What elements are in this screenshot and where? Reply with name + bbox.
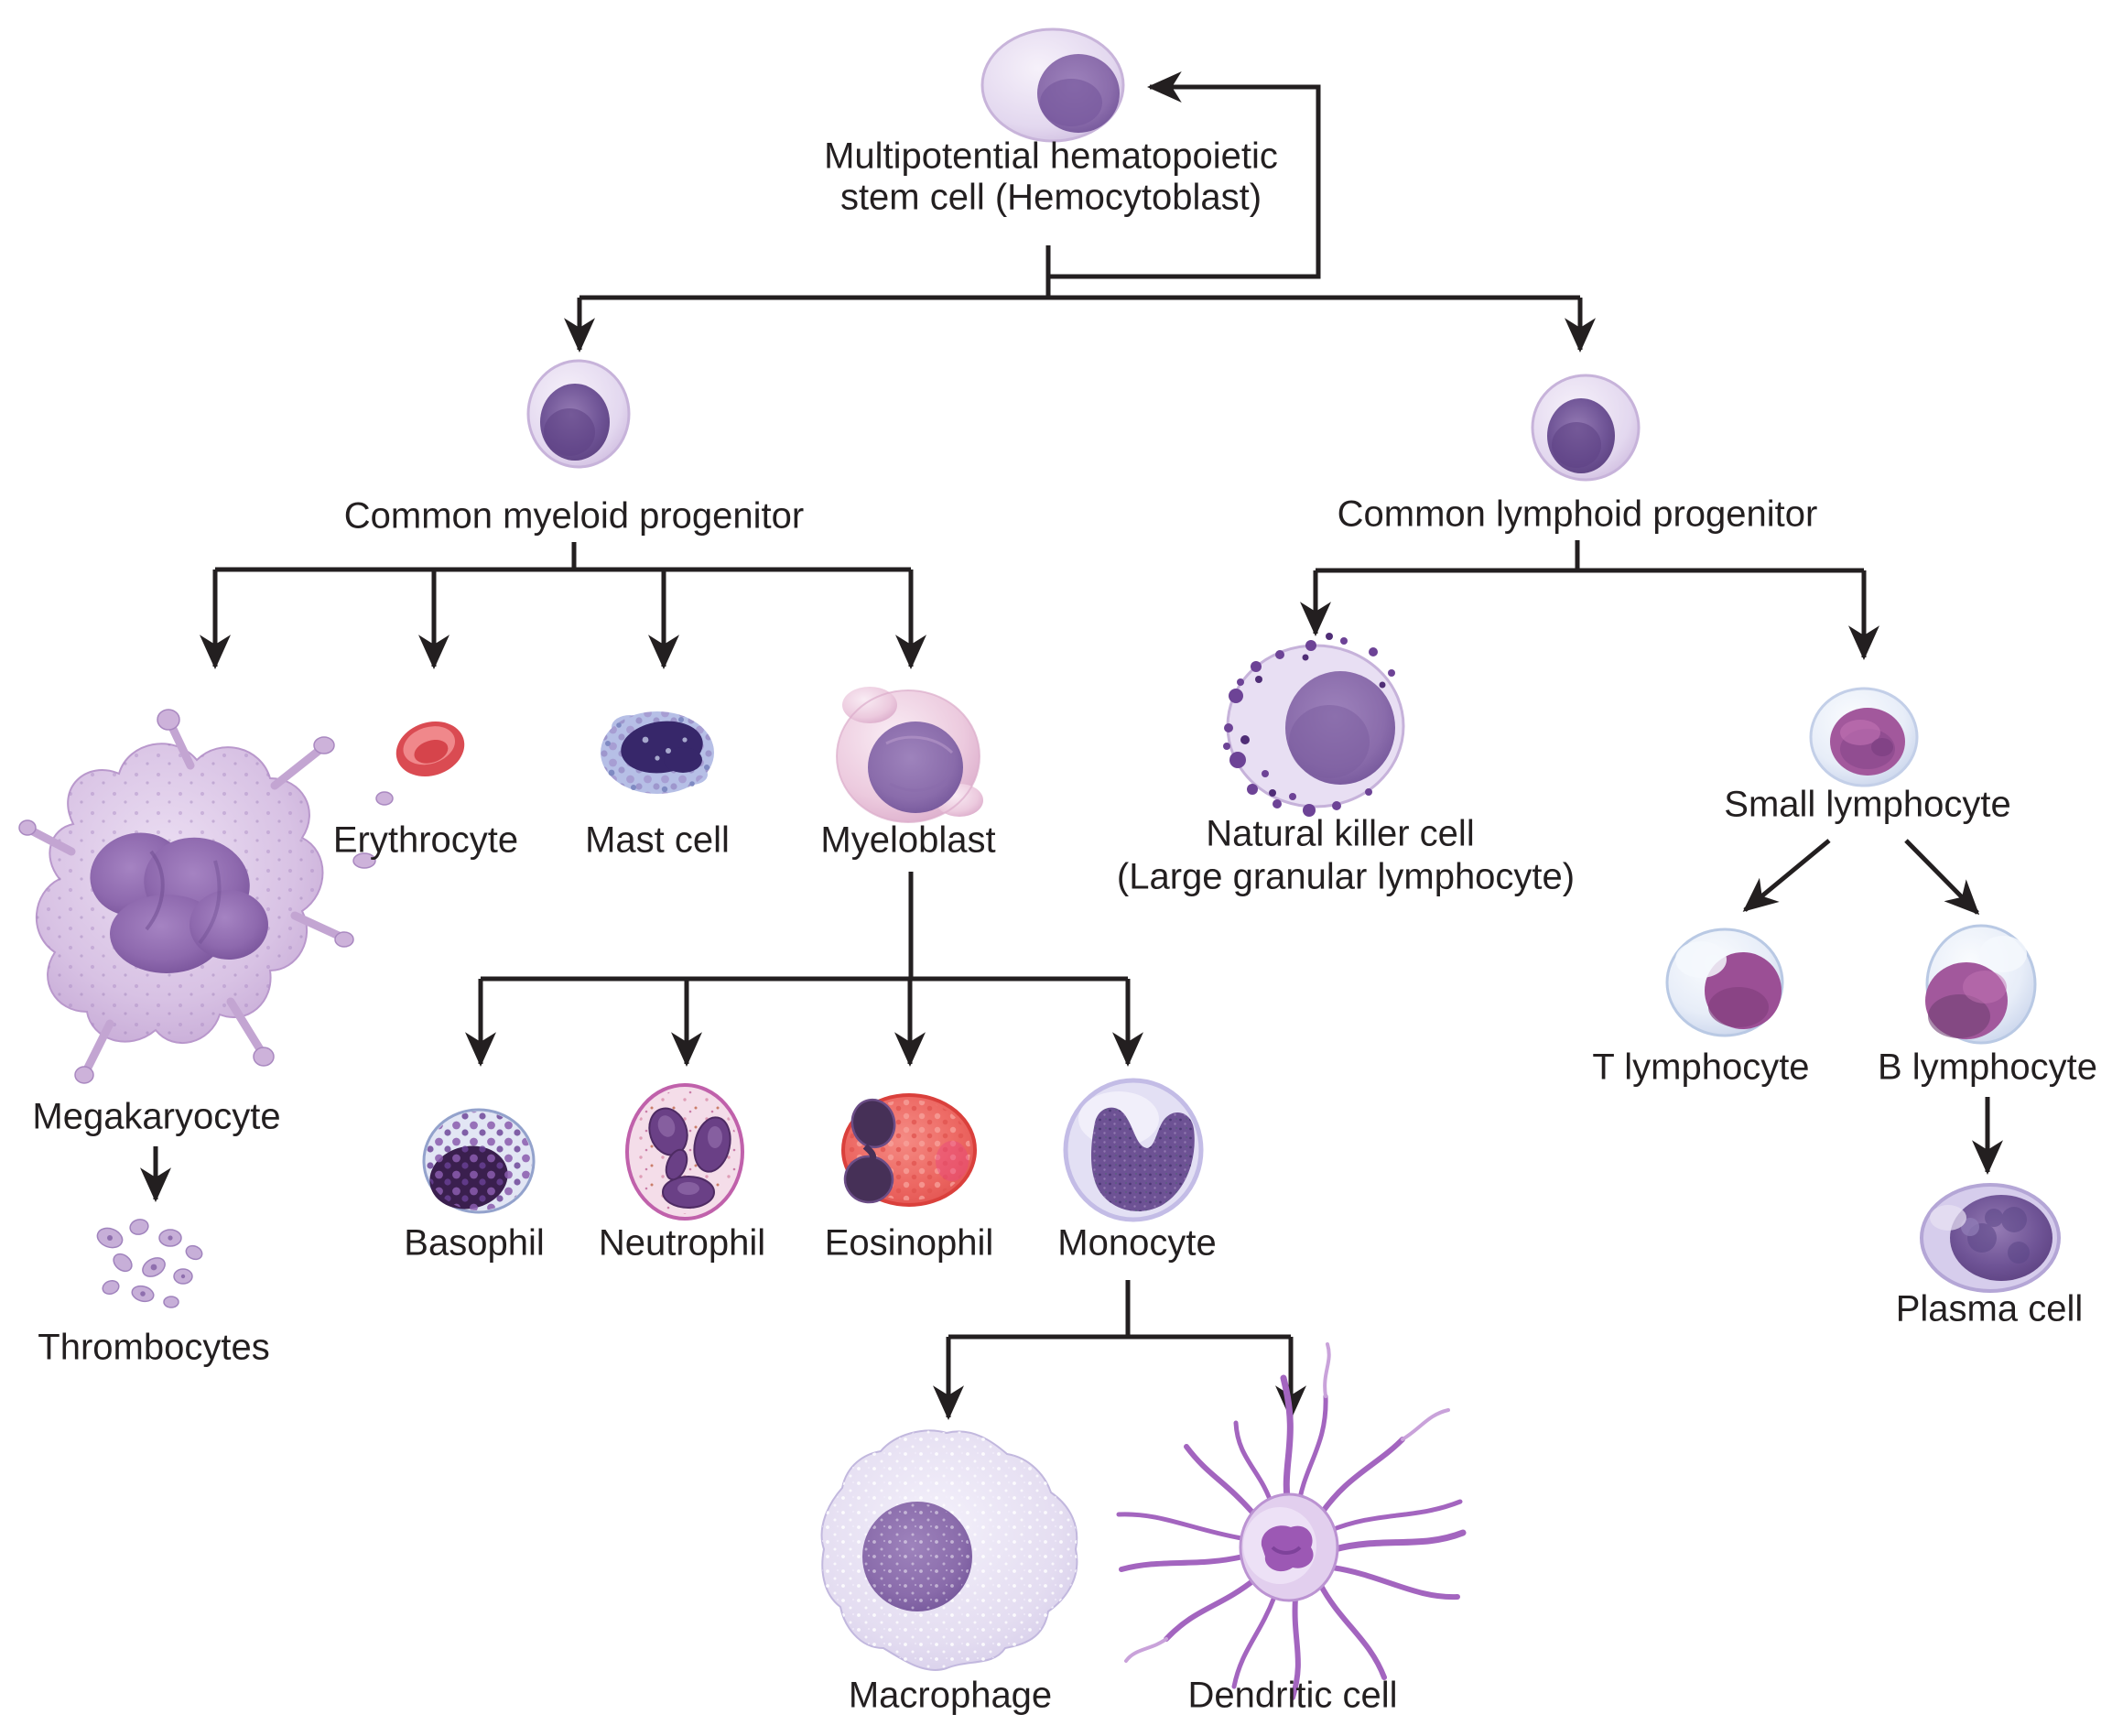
natural-killer-label-line1: Natural killer cell <box>1206 814 1474 854</box>
plasma-cell-illustration <box>1920 1183 2061 1293</box>
eosinophil-label: Eosinophil <box>825 1223 994 1264</box>
natural-killer-cell-illustration <box>1223 633 1405 817</box>
myeloid-progenitor-cell-illustration <box>526 359 631 469</box>
erythrocyte-cell-illustration <box>395 722 465 776</box>
plasma-cell-label: Plasma cell <box>1896 1289 2084 1329</box>
stem-cell-label-line1: Multipotential hematopoietic <box>824 136 1278 177</box>
lymphoid-progenitor-cell-illustration <box>1531 374 1641 482</box>
mast-cell-illustration <box>601 711 714 794</box>
stem-cell-label-line2: stem cell (Hemocytoblast) <box>840 178 1262 218</box>
basophil-label: Basophil <box>404 1223 544 1264</box>
mast-cell-label: Mast cell <box>585 820 730 861</box>
t-lymphocyte-cell-illustration <box>1665 928 1784 1037</box>
macrophage-cell-illustration <box>820 1429 1078 1671</box>
small-lymphocyte-label: Small lymphocyte <box>1724 785 2010 825</box>
diagram-labels: Multipotential hematopoietic stem cell (… <box>32 136 2097 1716</box>
natural-killer-label-line2: (Large granular lymphocyte) <box>1117 857 1575 897</box>
small-lymphocyte-cell-illustration <box>1809 687 1919 787</box>
erythrocyte-label: Erythrocyte <box>333 820 518 861</box>
macrophage-label: Macrophage <box>849 1676 1052 1716</box>
dendritic-cell-label: Dendritic cell <box>1188 1676 1398 1716</box>
eosinophil-cell-illustration <box>841 1093 977 1207</box>
t-lymphocyte-label: T lymphocyte <box>1592 1047 1809 1088</box>
basophil-cell-illustration <box>422 1108 536 1214</box>
dendritic-cell-illustration <box>1116 1342 1467 1700</box>
megakaryocyte-cell-illustration <box>18 709 394 1084</box>
megakaryocyte-label: Megakaryocyte <box>32 1097 280 1137</box>
monocyte-label: Monocyte <box>1057 1223 1216 1264</box>
thrombocytes-label: Thrombocytes <box>38 1328 269 1368</box>
diagram-edges <box>139 71 2004 1421</box>
myeloid-progenitor-label: Common myeloid progenitor <box>344 496 804 537</box>
neutrophil-cell-illustration <box>625 1083 744 1221</box>
myeloblast-cell-illustration <box>836 687 983 823</box>
neutrophil-label: Neutrophil <box>599 1223 765 1264</box>
hemocytoblast-cell-illustration <box>980 27 1125 143</box>
edge-to-t-lymphocyte-arrow <box>1742 839 1831 912</box>
b-lymphocyte-cell-illustration <box>1925 924 2037 1045</box>
edge-to-b-lymphocyte-arrow <box>1904 839 1980 916</box>
lymphoid-progenitor-label: Common lymphoid progenitor <box>1338 494 1818 535</box>
monocyte-cell-illustration <box>1063 1078 1204 1222</box>
myeloblast-label: Myeloblast <box>820 820 995 861</box>
edge-self-renewal-arrow <box>1048 71 1321 279</box>
thrombocytes-cell-illustration <box>96 1219 203 1308</box>
b-lymphocyte-label: B lymphocyte <box>1878 1047 2097 1088</box>
